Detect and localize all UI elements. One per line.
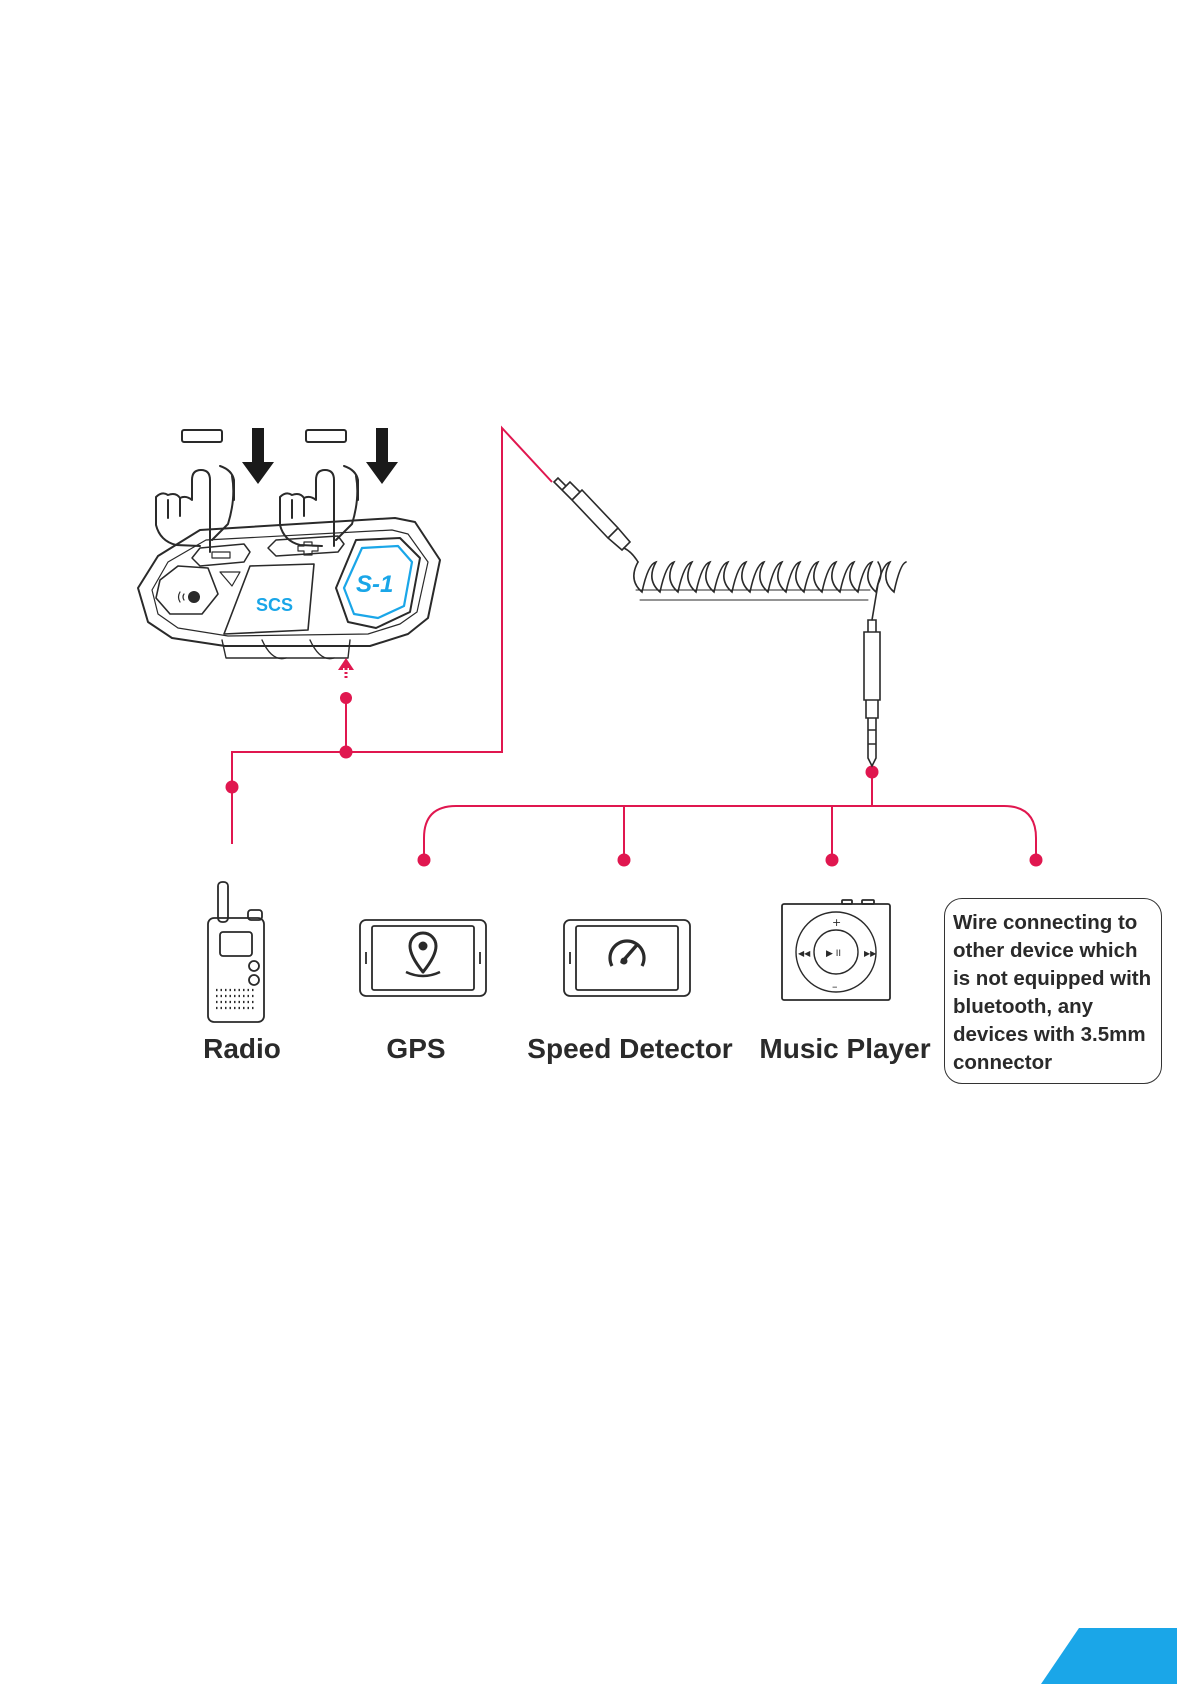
svg-text:+: + [832, 916, 841, 929]
down-arrow-icon [366, 428, 398, 484]
bottom-jack-plug [864, 620, 880, 766]
target-label-radio: Radio [198, 1033, 286, 1065]
press-plus-hand [280, 430, 358, 546]
target-label-speed-detector: Speed Detector [522, 1033, 738, 1065]
connector-lines [232, 428, 1036, 858]
brand-logo-text: SCS [256, 595, 293, 615]
wired-device-note: Wire connecting to other device which is… [944, 898, 1162, 1084]
music-player-icon: + – ◀◀ ▶▶ ▶ II [782, 900, 890, 1000]
coiled-aux-cable [554, 478, 906, 766]
svg-text:◀◀: ◀◀ [798, 949, 811, 958]
svg-text:▶ II: ▶ II [826, 949, 841, 959]
connector-dots [226, 658, 1043, 867]
target-label-gps: GPS [372, 1033, 460, 1065]
model-logo-text: S-1 [356, 571, 393, 598]
page-corner-tab [1041, 1628, 1191, 1684]
down-arrow-icon [242, 428, 274, 484]
top-jack-plug [554, 478, 630, 550]
svg-text:–: – [832, 980, 838, 993]
target-label-music-player: Music Player [756, 1033, 934, 1065]
walkie-talkie-icon [208, 882, 264, 1022]
press-arrows [242, 428, 398, 484]
gps-icon [360, 920, 486, 996]
speedometer-icon [564, 920, 690, 996]
svg-text:▶▶: ▶▶ [864, 949, 877, 958]
